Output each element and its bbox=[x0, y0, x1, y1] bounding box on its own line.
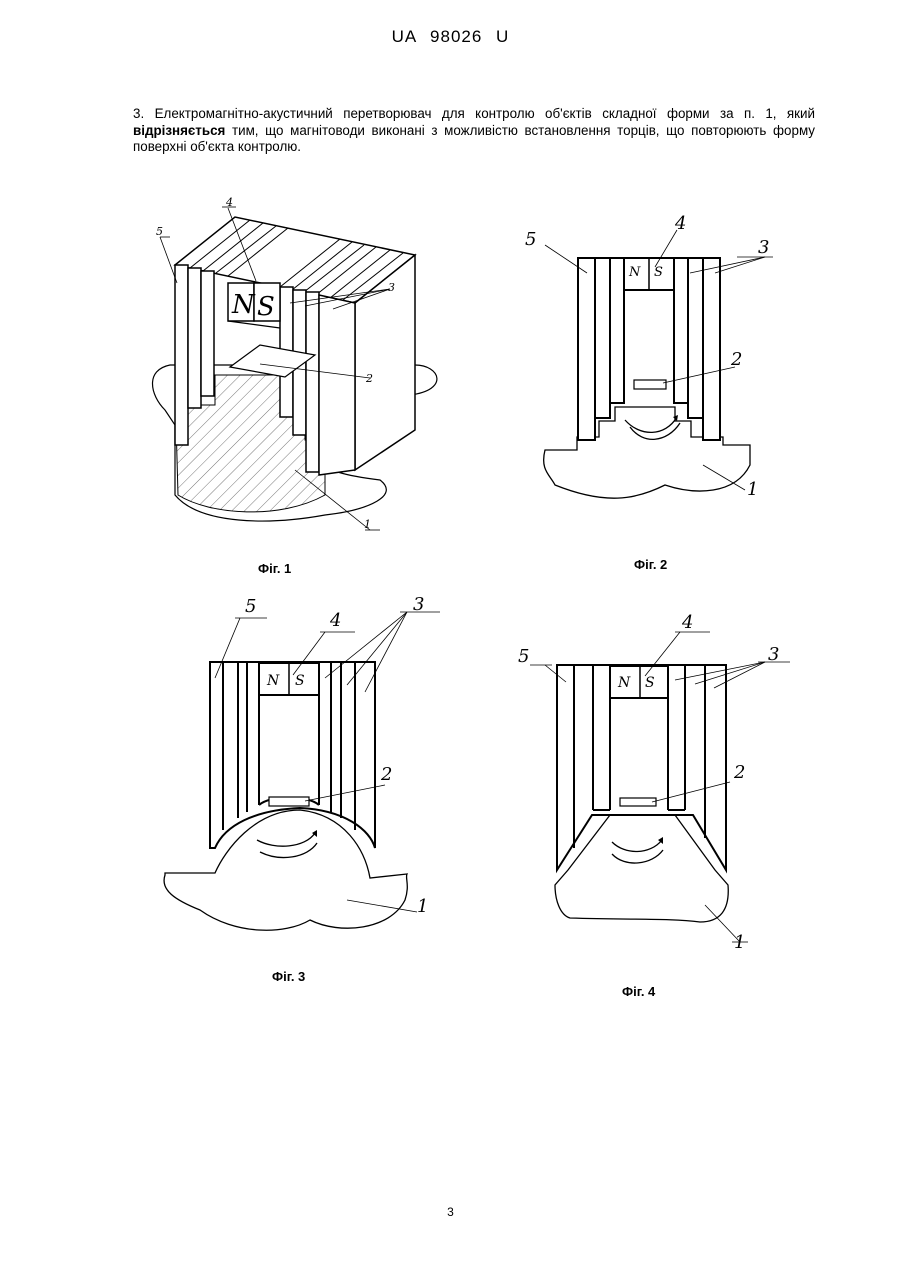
figure-1-caption: Фіг. 1 bbox=[258, 561, 291, 576]
figure-1: N S 5 4 3 2 1 bbox=[140, 195, 460, 545]
fig1-label-south: S bbox=[257, 292, 275, 322]
fig2-label-5: 5 bbox=[525, 229, 536, 250]
figure-3-drawing: N S 5 4 3 2 1 bbox=[155, 590, 445, 940]
fig2-label-south: S bbox=[654, 265, 663, 280]
claim-text-start: 3. Електромагнітно-акустичний перетворюв… bbox=[133, 106, 815, 121]
figure-2-caption: Фіг. 2 bbox=[634, 557, 667, 572]
fig3-label-1: 1 bbox=[417, 896, 428, 917]
fig3-label-2: 2 bbox=[380, 764, 392, 785]
fig3-label-5: 5 bbox=[245, 596, 256, 617]
fig1-label-2: 2 bbox=[365, 372, 373, 385]
fig3-label-3: 3 bbox=[413, 594, 424, 615]
claim-paragraph: 3. Електромагнітно-акустичний перетворюв… bbox=[133, 106, 815, 156]
fig4-label-5: 5 bbox=[518, 646, 529, 667]
fig4-label-north: N bbox=[617, 675, 631, 691]
fig3-label-4: 4 bbox=[329, 610, 341, 631]
fig1-label-3: 3 bbox=[388, 281, 395, 294]
fig2-label-3: 3 bbox=[758, 237, 769, 258]
figure-4-caption: Фіг. 4 bbox=[622, 984, 655, 999]
fig2-label-north: N bbox=[628, 265, 641, 280]
fig4-label-3: 3 bbox=[768, 644, 779, 665]
fig4-label-4: 4 bbox=[681, 612, 693, 633]
fig1-label-5: 5 bbox=[156, 225, 163, 238]
figure-4: N S 5 4 3 2 1 bbox=[500, 610, 800, 960]
figure-4-drawing: N S 5 4 3 2 1 bbox=[500, 610, 800, 960]
fig1-label-4: 4 bbox=[225, 196, 233, 209]
fig4-label-south: S bbox=[645, 675, 655, 691]
fig1-label-north: N bbox=[231, 290, 256, 320]
figure-2: N S 5 4 3 2 1 bbox=[515, 205, 785, 505]
figure-1-drawing: N S 5 4 3 2 1 bbox=[140, 195, 460, 545]
fig2-label-2: 2 bbox=[730, 349, 742, 370]
fig4-label-1: 1 bbox=[734, 932, 745, 953]
fig4-label-2: 2 bbox=[733, 762, 745, 783]
claim-text-end: тим, що магнітоводи виконані з можливіст… bbox=[133, 123, 815, 155]
fig2-label-1: 1 bbox=[747, 479, 758, 500]
patent-number-header: UA 98026 U bbox=[0, 27, 901, 47]
figure-3-caption: Фіг. 3 bbox=[272, 969, 305, 984]
page-number: 3 bbox=[0, 1205, 901, 1219]
figure-2-drawing: N S 5 4 3 2 1 bbox=[515, 205, 785, 505]
fig2-label-4: 4 bbox=[674, 213, 686, 234]
figure-3: N S 5 4 3 2 1 bbox=[155, 590, 445, 940]
fig3-label-south: S bbox=[295, 673, 305, 689]
fig3-label-north: N bbox=[266, 673, 280, 689]
claim-bold-term: відрізняється bbox=[133, 123, 225, 138]
fig1-label-1: 1 bbox=[364, 518, 371, 531]
